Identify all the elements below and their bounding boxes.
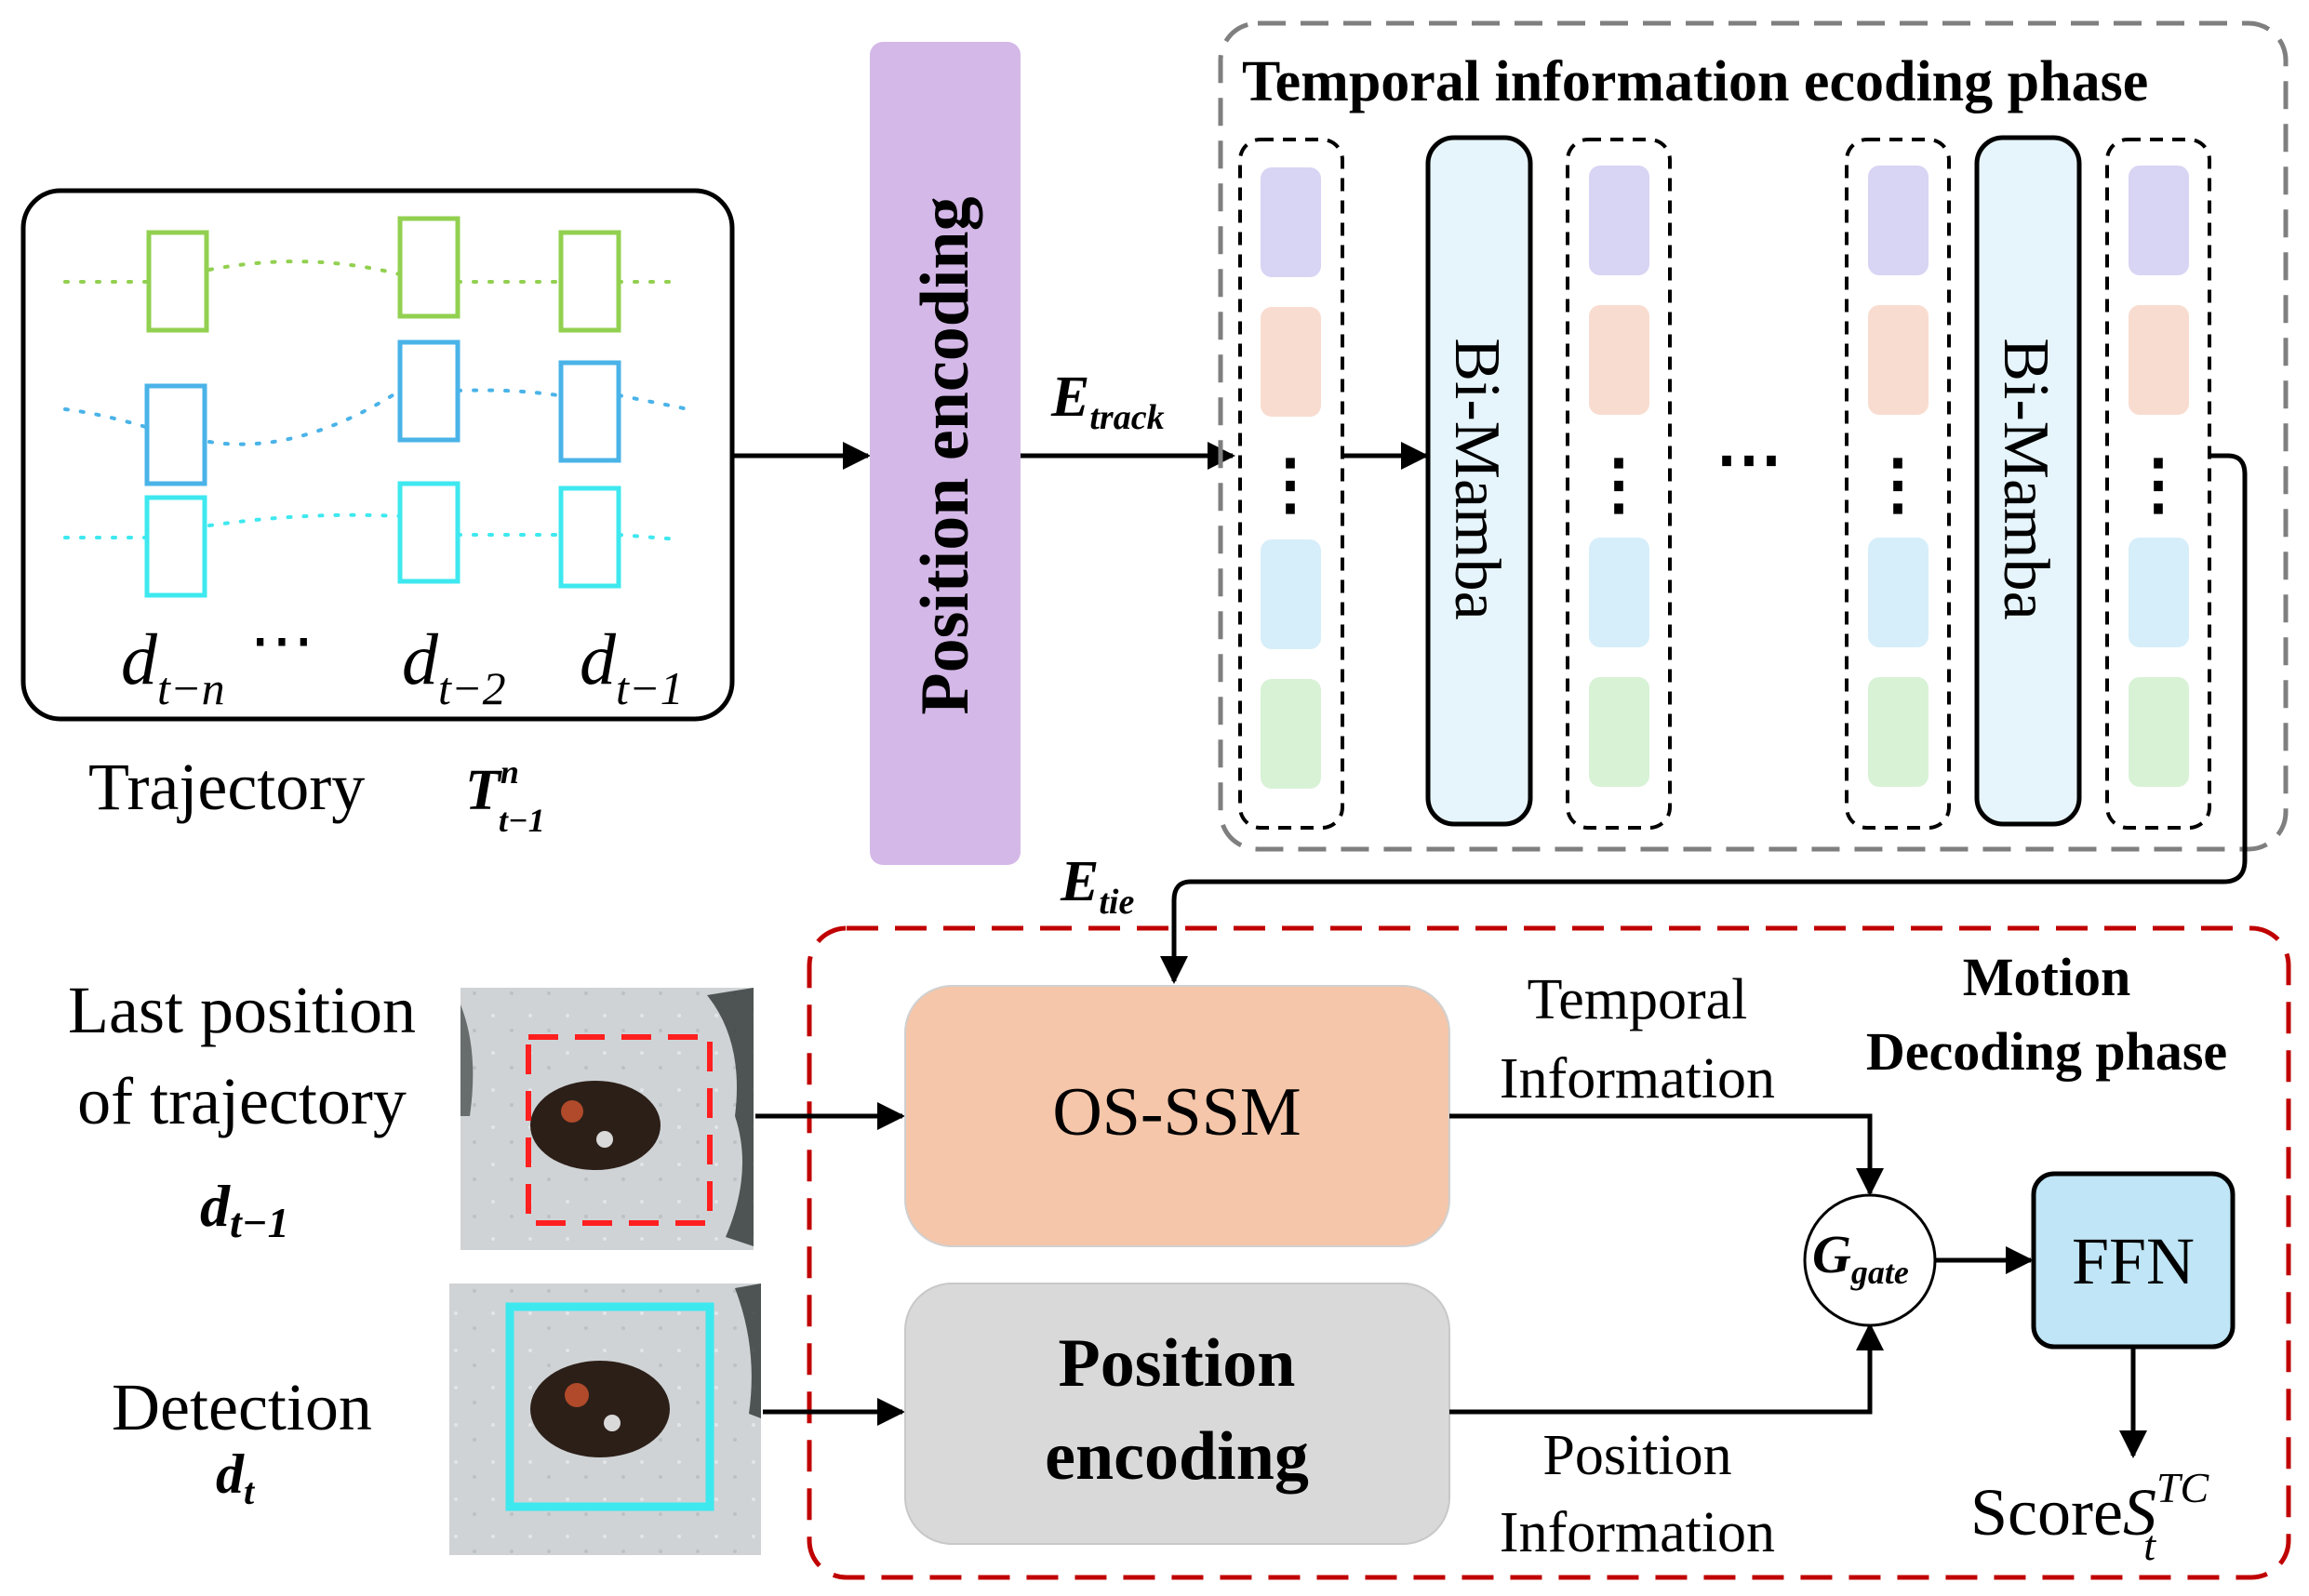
os-ssm-label: OS-SSM bbox=[1052, 1074, 1301, 1150]
arrow-posenc-to-gate bbox=[1449, 1323, 1884, 1415]
trajectory-lines bbox=[63, 259, 690, 541]
detection-label: Detection bbox=[112, 1370, 372, 1444]
position-encoding-bottom-block bbox=[904, 1283, 1450, 1545]
traj-label-t1: dt−1 bbox=[580, 618, 684, 714]
svg-text:⋮: ⋮ bbox=[1585, 447, 1652, 522]
detection-symbol: dt bbox=[216, 1443, 256, 1512]
ffn-label: FFN bbox=[2072, 1224, 2195, 1298]
token-column: ⋮ bbox=[1238, 138, 1344, 830]
bimamba-label-1: Bi-Mamba bbox=[1441, 338, 1513, 619]
position-encoding-bottom-line2: encoding bbox=[1045, 1418, 1309, 1495]
traj-label-tn: dt−n bbox=[121, 618, 225, 714]
position-encoding-label: Position encoding bbox=[907, 196, 983, 714]
arrow-osssm-to-gate bbox=[1449, 1113, 1884, 1196]
last-position-image bbox=[460, 988, 754, 1250]
motion-phase-title-2: Decoding phase bbox=[1866, 1021, 2227, 1082]
e-tie-label: Etie bbox=[1060, 850, 1134, 922]
detection-image bbox=[449, 1283, 761, 1555]
motion-phase-title-1: Motion bbox=[1963, 947, 2130, 1007]
svg-text:⋮: ⋮ bbox=[1257, 447, 1324, 522]
svg-text:⋮: ⋮ bbox=[1864, 447, 1931, 522]
temporal-phase-box bbox=[1218, 20, 2289, 852]
token-column: ⋮ bbox=[1845, 138, 1951, 830]
position-info-line1: Position bbox=[1542, 1424, 1731, 1487]
temporal-info-line1: Temporal bbox=[1528, 968, 1748, 1031]
bimamba-label-2: Bi-Mamba bbox=[1990, 338, 2062, 619]
traj-label-t2: dt−2 bbox=[402, 618, 506, 714]
token-column: ⋮ bbox=[2105, 138, 2211, 830]
temporal-phase-title: Temporal information ecoding phase bbox=[1242, 50, 2148, 113]
traj-ellipsis: ⋯ bbox=[249, 605, 314, 677]
gate-label: Ggate bbox=[1812, 1224, 1909, 1291]
e-track-label: Etrack bbox=[1050, 366, 1165, 437]
arrow-etie-connector bbox=[1160, 453, 2248, 984]
svg-text:⋮: ⋮ bbox=[2125, 447, 2192, 522]
last-position-symbol: dt−1 bbox=[200, 1173, 289, 1246]
trajectory-boxes bbox=[144, 216, 621, 598]
position-encoding-block bbox=[870, 42, 1021, 865]
motion-phase-box bbox=[807, 925, 2291, 1580]
columns-ellipsis: ⋯ bbox=[1715, 422, 1782, 497]
position-info-line2: Information bbox=[1500, 1501, 1775, 1564]
temporal-info-line2: Information bbox=[1500, 1047, 1775, 1111]
bimamba-block-2 bbox=[1974, 135, 2082, 827]
token-column: ⋮ bbox=[1566, 138, 1672, 830]
last-position-line2: of trajectory bbox=[77, 1064, 407, 1138]
last-position-line1: Last position bbox=[68, 973, 416, 1047]
bimamba-block-1 bbox=[1425, 135, 1533, 827]
position-encoding-bottom-line1: Position bbox=[1059, 1325, 1296, 1402]
trajectory-caption: Trajectory bbox=[88, 750, 365, 824]
